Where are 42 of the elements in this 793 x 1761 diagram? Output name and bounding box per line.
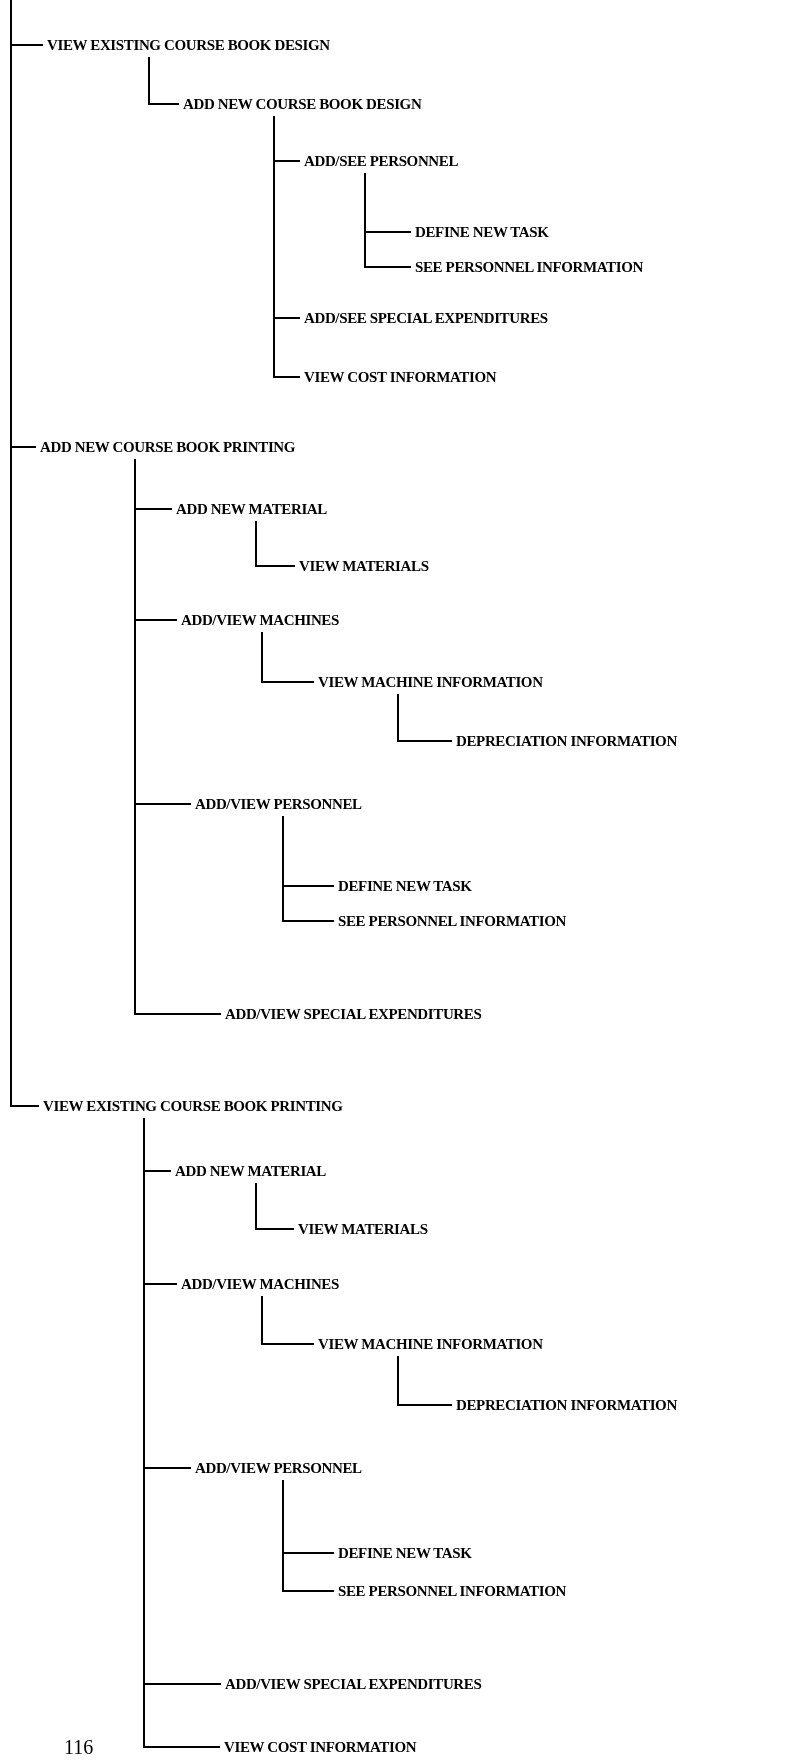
tree-connector — [282, 815, 335, 922]
menu-item: ADD NEW COURSE BOOK PRINTING — [40, 437, 296, 457]
menu-item: VIEW EXISTING COURSE BOOK PRINTING — [43, 1096, 343, 1116]
menu-item: ADD/VIEW PERSONNEL — [195, 794, 362, 814]
page-number: 116 — [64, 1736, 94, 1758]
tree-connector — [10, 0, 40, 1107]
menu-item: DEPRECIATION INFORMATION — [456, 731, 677, 751]
menu-item: VIEW MATERIALS — [299, 556, 429, 576]
menu-item: ADD/VIEW SPECIAL EXPENDITURES — [225, 1004, 482, 1024]
tree-connector — [261, 631, 315, 683]
menu-item: VIEW MACHINE INFORMATION — [318, 672, 543, 692]
menu-item: VIEW MATERIALS — [298, 1219, 428, 1239]
menu-item: VIEW COST INFORMATION — [304, 367, 497, 387]
tree-connector — [282, 1479, 335, 1592]
menu-item: ADD/VIEW SPECIAL EXPENDITURES — [225, 1674, 482, 1694]
menu-item: ADD NEW MATERIAL — [176, 499, 327, 519]
menu-item: ADD/SEE PERSONNEL — [304, 151, 459, 171]
menu-item: DEFINE NEW TASK — [338, 876, 472, 896]
tree-connector — [261, 1295, 315, 1345]
tree-connector — [134, 458, 222, 1015]
menu-item: DEFINE NEW TASK — [338, 1543, 472, 1563]
menu-item: DEFINE NEW TASK — [415, 222, 549, 242]
tree-connector — [397, 1355, 453, 1406]
menu-item: VIEW COST INFORMATION — [224, 1737, 417, 1757]
menu-item: ADD/VIEW MACHINES — [181, 610, 339, 630]
tree-connector — [255, 520, 296, 567]
tree-connector — [397, 693, 453, 742]
menu-item: SEE PERSONNEL INFORMATION — [338, 1581, 566, 1601]
menu-item: SEE PERSONNEL INFORMATION — [338, 911, 566, 931]
menu-item: SEE PERSONNEL INFORMATION — [415, 257, 643, 277]
tree-connector — [364, 172, 412, 268]
menu-item: ADD/VIEW PERSONNEL — [195, 1458, 362, 1478]
menu-item: ADD/SEE SPECIAL EXPENDITURES — [304, 308, 548, 328]
menu-item: VIEW EXISTING COURSE BOOK DESIGN — [47, 35, 330, 55]
menu-item: ADD NEW COURSE BOOK DESIGN — [183, 94, 422, 114]
tree-connector — [148, 56, 180, 105]
tree-connector — [255, 1182, 295, 1230]
menu-item: ADD NEW MATERIAL — [175, 1161, 326, 1181]
menu-item: DEPRECIATION INFORMATION — [456, 1395, 677, 1415]
tree-connector — [273, 115, 301, 378]
menu-item: VIEW MACHINE INFORMATION — [318, 1334, 543, 1354]
menu-item: ADD/VIEW MACHINES — [181, 1274, 339, 1294]
